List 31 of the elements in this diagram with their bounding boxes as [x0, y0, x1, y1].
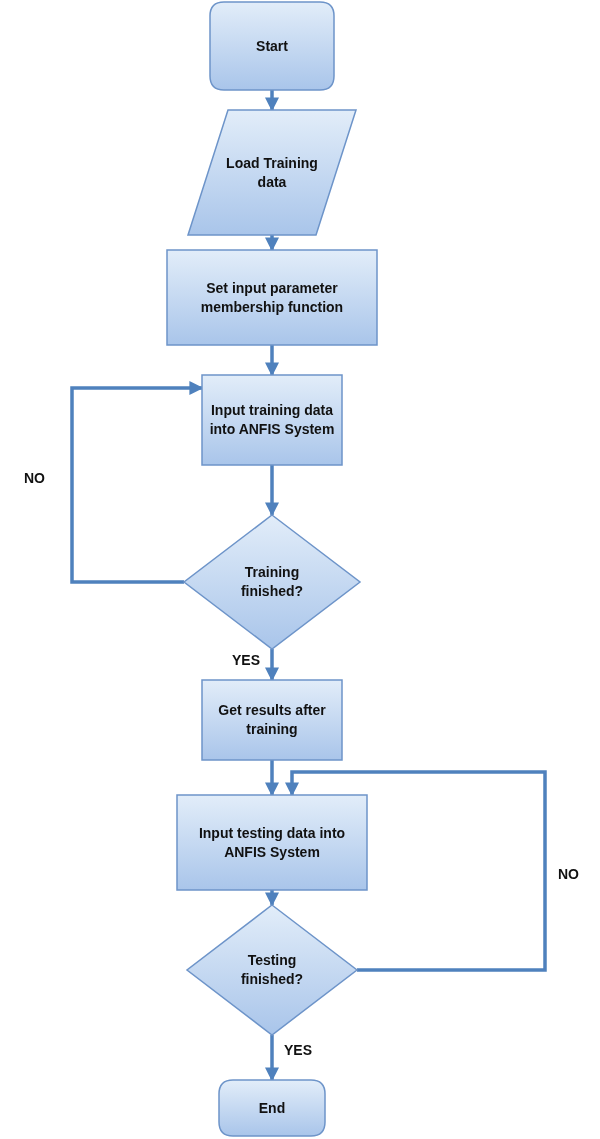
process-box	[167, 250, 377, 345]
process-box	[177, 795, 367, 890]
arrow	[265, 890, 279, 907]
process-box	[202, 375, 342, 465]
decision-diamond	[187, 905, 357, 1035]
node-label: Training finished?	[239, 563, 305, 601]
node-label: Testing finished?	[239, 951, 305, 989]
edge-label: NO	[22, 470, 47, 486]
node-label: Set input parameter membership function	[199, 278, 345, 317]
arrow	[265, 345, 279, 377]
arrow	[265, 465, 279, 517]
node-label: Input training data into ANFIS System	[208, 401, 336, 439]
arrow	[265, 649, 279, 682]
edge-label: YES	[282, 1042, 314, 1058]
arrow	[265, 1035, 279, 1082]
arrow	[285, 770, 547, 972]
node-label: End	[258, 1098, 286, 1118]
node-label: Load Training data	[225, 153, 319, 192]
edge-label: YES	[230, 652, 262, 668]
decision-diamond	[184, 515, 360, 649]
edge-label: NO	[556, 866, 581, 882]
process-box	[202, 680, 342, 760]
terminal-box	[210, 2, 334, 90]
node-label: Start	[256, 36, 288, 56]
arrow	[265, 760, 279, 797]
terminal-box	[219, 1080, 325, 1136]
node-label: Input testing data into ANFIS System	[197, 823, 347, 862]
node-label: Get results after training	[217, 701, 327, 739]
arrow	[265, 235, 279, 252]
input-parallelogram	[188, 110, 356, 235]
arrow	[265, 90, 279, 112]
